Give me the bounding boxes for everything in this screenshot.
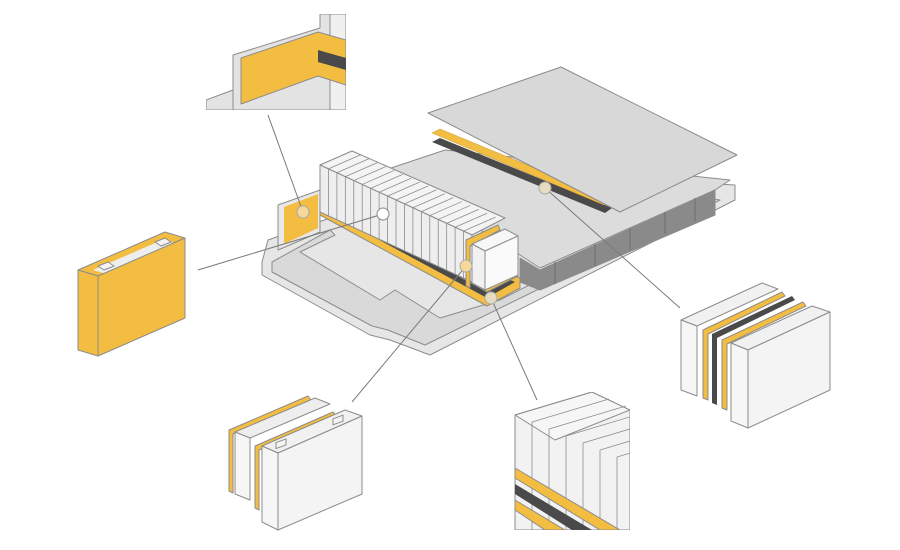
leader-bottom [490,297,538,401]
lid-plate [427,66,738,213]
tray-floor [271,196,721,346]
cell-top-label [93,240,178,274]
xsec-top-divider [531,398,610,423]
leader-cell-pair [351,265,467,403]
cell-top-divider [345,162,378,178]
cell-top-divider [421,197,454,213]
cell-top-divider [463,216,496,232]
leader-cooling [544,187,681,309]
cell-top-divider [454,212,488,228]
end-cell-front [471,243,486,291]
callout-dot-cooling[interactable] [538,181,552,195]
cell-top-divider [336,158,370,174]
xsec-top-divider [548,405,627,430]
cell-divider-lines [328,154,496,279]
leader-single-cell [197,213,384,271]
cell-top-divider [412,193,446,209]
cell-side [97,237,186,357]
callout-dot-cell-pair[interactable] [459,259,473,273]
cell-top-divider [353,166,386,181]
cell-top-divider [328,154,361,170]
callout-dot-bracket[interactable] [296,205,310,219]
leader-bracket [267,114,304,213]
xsec-top-divider [616,452,630,458]
terminal-left [97,261,115,271]
bracket-insulation [284,194,318,244]
cell-top-divider [378,177,412,193]
end-cell-side [484,235,519,291]
cell-top-divider [438,205,471,220]
callout-dot-bottom[interactable] [484,291,498,305]
stack-cross-section-detail [514,392,630,530]
callout-markers [296,181,552,305]
single-cell-detail [77,231,186,357]
xsec-top-divider [599,440,630,451]
cell-top-divider [446,208,479,224]
cooling-plate-dark [432,138,612,213]
xsec-top-divider [514,392,593,416]
corner-bracket-detail [206,14,346,110]
callout-dot-single-cell[interactable] [376,207,390,221]
xsec-top-divider [582,428,630,444]
cell-top-divider [370,173,403,189]
cell-top-divider [429,201,462,216]
terminal-right [154,237,172,247]
cooling-sandwich-detail [680,282,831,429]
module-segment-lines [554,198,696,284]
cell-top-divider [395,185,429,201]
cell-top-divider [387,181,420,197]
xsec-top-divider [565,416,630,437]
end-plate-insulation [465,224,501,289]
cell-top-divider [404,189,437,205]
leader-lines [197,114,681,403]
cell-top-divider [362,170,395,185]
end-plate [277,189,321,251]
cell-pair-detail [228,395,363,531]
cell-front [77,269,99,357]
